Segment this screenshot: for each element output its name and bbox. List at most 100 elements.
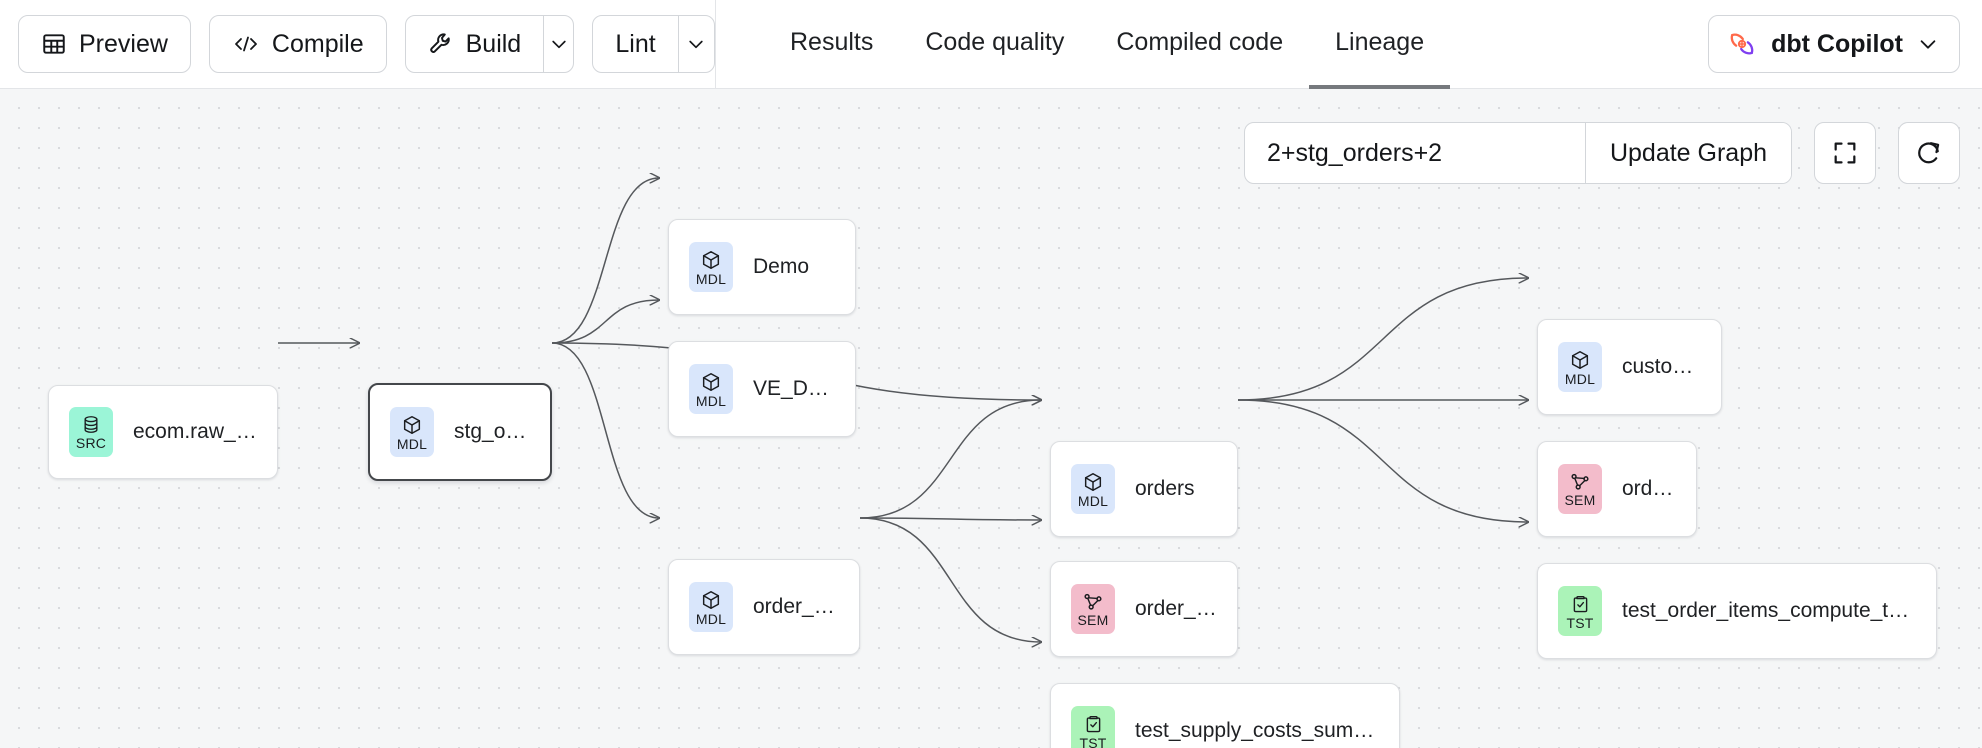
lineage-node-orders_sem[interactable]: SEM orders: [1537, 441, 1697, 537]
node-label: Demo: [753, 255, 810, 278]
node-type-label: SEM: [1564, 491, 1596, 508]
node-label: customers: [1622, 355, 1701, 378]
cube-icon: [700, 589, 722, 611]
clipboard-check-icon: [1570, 593, 1591, 615]
node-label: VE_Demo: [753, 377, 835, 400]
node-selector-group: Update Graph: [1243, 122, 1792, 184]
tab-compiled-code-label: Compiled code: [1116, 27, 1284, 56]
refresh-icon: [1915, 139, 1943, 167]
node-label: orders: [1135, 477, 1195, 500]
wrench-icon: [428, 31, 454, 57]
build-button-label: Build: [465, 29, 522, 58]
clipboard-check-icon: [1083, 713, 1104, 735]
node-type-label: MDL: [695, 610, 727, 627]
tab-compiled-code[interactable]: Compiled code: [1090, 0, 1309, 89]
compile-button-label: Compile: [271, 29, 364, 58]
node-label: order_item: [1135, 597, 1217, 620]
node-type-label: MDL: [1564, 370, 1596, 387]
lineage-canvas[interactable]: SRC ecom.raw_orders MDL stg_orders MDL D…: [0, 89, 1982, 748]
lineage-node-ve_demo[interactable]: MDL VE_Demo: [668, 341, 856, 437]
lint-dropdown-toggle[interactable]: [677, 16, 714, 72]
fullscreen-expand-icon: [1831, 139, 1859, 167]
update-graph-button-label: Update Graph: [1609, 138, 1767, 167]
chevron-down-icon: [549, 34, 569, 54]
lineage-edge-stg_orders-to-order_items: [551, 342, 659, 518]
header-right-actions: dbt Copilot: [1708, 15, 1982, 73]
node-label: stg_orders: [454, 420, 530, 443]
cube-icon: [700, 371, 722, 393]
dbt-copilot-icon: [1727, 29, 1757, 59]
cube-icon: [1569, 349, 1591, 371]
lineage-edge-stg_orders-to-ve_demo: [551, 300, 659, 344]
node-type-badge-mdl: MDL: [1558, 342, 1602, 392]
dbt-copilot-button[interactable]: dbt Copilot: [1708, 15, 1960, 73]
node-type-badge-mdl: MDL: [689, 582, 733, 632]
cube-icon: [1082, 471, 1104, 493]
lineage-toolbar: Update Graph: [1243, 122, 1960, 184]
node-type-badge-tst: TST: [1071, 706, 1115, 748]
result-panel-tabs: Results Code quality Compiled code Linea…: [716, 0, 1708, 89]
tab-code-quality[interactable]: Code quality: [899, 0, 1090, 89]
node-type-badge-src: SRC: [69, 407, 113, 457]
lint-button-group: Lint: [592, 15, 715, 73]
lineage-node-order_item_sem[interactable]: SEM order_item: [1050, 561, 1238, 657]
lineage-node-stg_orders[interactable]: MDL stg_orders: [368, 383, 552, 481]
node-label: test_supply_costs_sum_correctly: [1135, 719, 1379, 742]
database-icon: [81, 414, 101, 435]
update-graph-button[interactable]: Update Graph: [1584, 123, 1791, 183]
build-button-group: Build: [404, 15, 575, 73]
ide-action-toolbar: Preview Compile: [0, 0, 716, 89]
lint-button[interactable]: Lint: [593, 16, 677, 72]
refresh-button[interactable]: [1898, 122, 1960, 184]
node-type-badge-sem: SEM: [1558, 464, 1602, 514]
lint-button-label: Lint: [615, 29, 656, 58]
lineage-edge-orders_mdl-to-customers: [1237, 278, 1528, 401]
lineage-node-ecom_raw_orders[interactable]: SRC ecom.raw_orders: [48, 385, 278, 479]
node-type-label: SRC: [75, 435, 107, 451]
compile-button[interactable]: Compile: [208, 15, 387, 73]
node-type-badge-mdl: MDL: [1071, 464, 1115, 514]
node-label: orders: [1622, 477, 1676, 500]
tab-code-quality-label: Code quality: [925, 27, 1065, 56]
chevron-down-icon: [1917, 33, 1939, 55]
lineage-node-demo[interactable]: MDL Demo: [668, 219, 856, 315]
node-type-label: TST: [1079, 734, 1107, 748]
chevron-down-icon: [686, 34, 706, 54]
lineage-edge-order_items-to-orders_mdl: [859, 400, 1041, 519]
node-label: ecom.raw_orders: [133, 420, 257, 443]
tab-results[interactable]: Results: [764, 0, 899, 89]
node-label: order_items: [753, 595, 839, 618]
dbt-copilot-label: dbt Copilot: [1771, 29, 1903, 58]
semantic-icon: [1569, 472, 1591, 492]
lineage-node-order_items[interactable]: MDL order_items: [668, 559, 860, 655]
tab-lineage[interactable]: Lineage: [1309, 0, 1451, 89]
node-type-badge-mdl: MDL: [390, 407, 434, 457]
node-type-badge-mdl: MDL: [689, 364, 733, 414]
lineage-node-test_supply[interactable]: TST test_supply_costs_sum_correctly: [1050, 683, 1400, 748]
node-selector-input[interactable]: [1244, 123, 1585, 183]
preview-button[interactable]: Preview: [18, 15, 191, 73]
node-type-label: MDL: [1077, 492, 1109, 509]
node-type-badge-sem: SEM: [1071, 584, 1115, 634]
node-type-label: TST: [1566, 614, 1594, 631]
node-type-badge-mdl: MDL: [689, 242, 733, 292]
lineage-node-test_order_items[interactable]: TST test_order_items_compute_to_bools_c…: [1537, 563, 1937, 659]
lineage-edge-order_items-to-order_item_sem: [859, 518, 1041, 520]
lineage-node-orders_mdl[interactable]: MDL orders: [1050, 441, 1238, 537]
lineage-edge-order_items-to-test_supply: [859, 517, 1041, 642]
tab-results-label: Results: [790, 27, 874, 56]
cube-icon: [700, 249, 722, 271]
tab-lineage-label: Lineage: [1335, 27, 1425, 56]
lineage-node-customers[interactable]: MDL customers: [1537, 319, 1722, 415]
fullscreen-button[interactable]: [1814, 122, 1876, 184]
code-brackets-icon: [232, 31, 260, 57]
node-type-label: MDL: [695, 270, 727, 287]
build-dropdown-toggle[interactable]: [543, 16, 573, 72]
preview-button-label: Preview: [79, 29, 168, 58]
node-type-label: SEM: [1077, 611, 1109, 628]
node-type-label: MDL: [695, 392, 727, 409]
ide-header: Preview Compile: [0, 0, 1982, 89]
lineage-edge-orders_mdl-to-test_order_items: [1237, 399, 1528, 522]
build-button[interactable]: Build: [406, 16, 544, 72]
node-type-badge-tst: TST: [1558, 586, 1602, 636]
